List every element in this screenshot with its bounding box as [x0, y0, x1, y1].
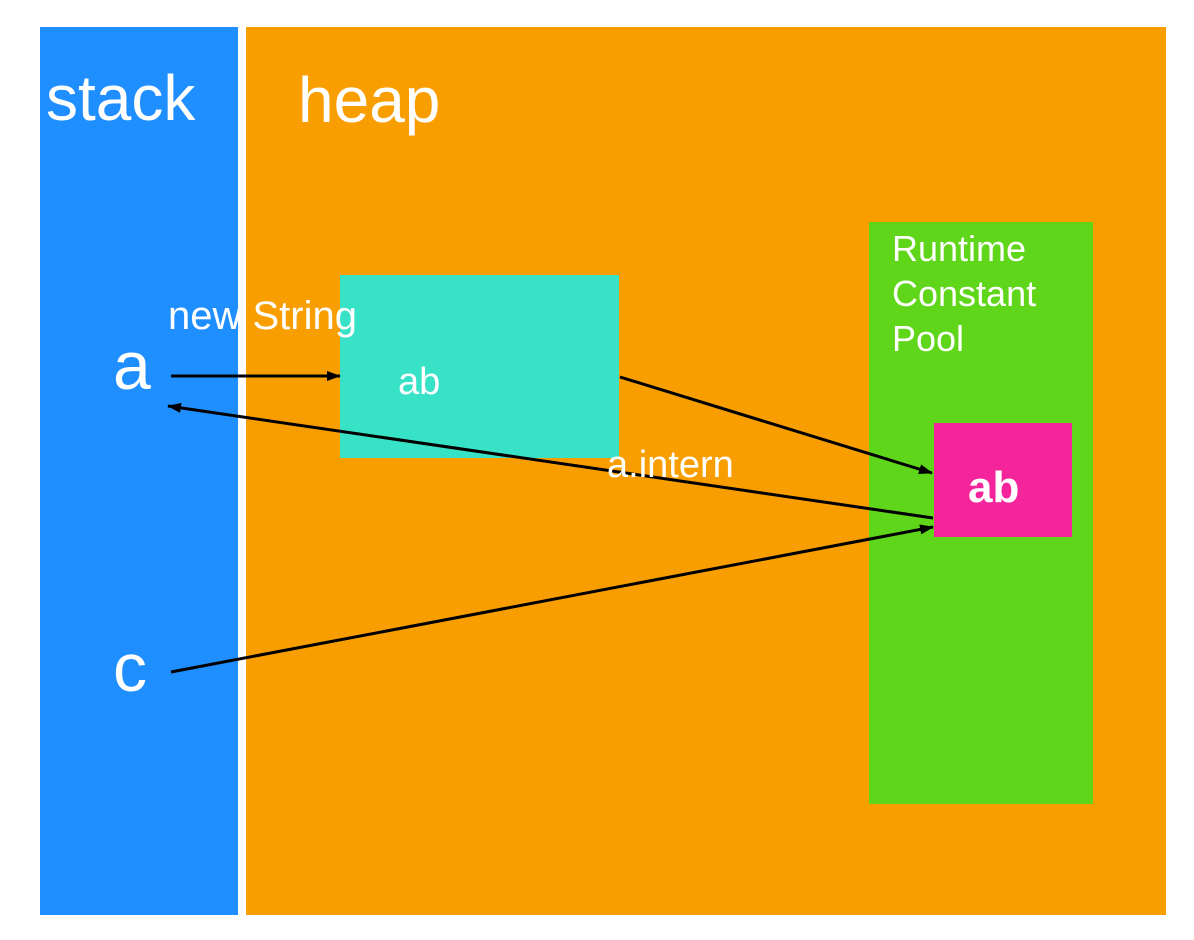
- stack-title: stack: [46, 62, 196, 134]
- pool-string-object: [934, 423, 1072, 537]
- heap-string-value: ab: [398, 361, 441, 403]
- pool-string-value: ab: [968, 463, 1020, 512]
- intern-label: a.intern: [607, 444, 734, 486]
- variable-c: c: [113, 630, 147, 706]
- variable-a: a: [113, 328, 151, 404]
- new-string-label: new String: [168, 294, 357, 338]
- pool-title: Runtime Constant Pool: [892, 228, 1037, 359]
- stack-region: [40, 27, 238, 915]
- heap-string-object: [340, 275, 619, 458]
- heap-title: heap: [298, 64, 441, 136]
